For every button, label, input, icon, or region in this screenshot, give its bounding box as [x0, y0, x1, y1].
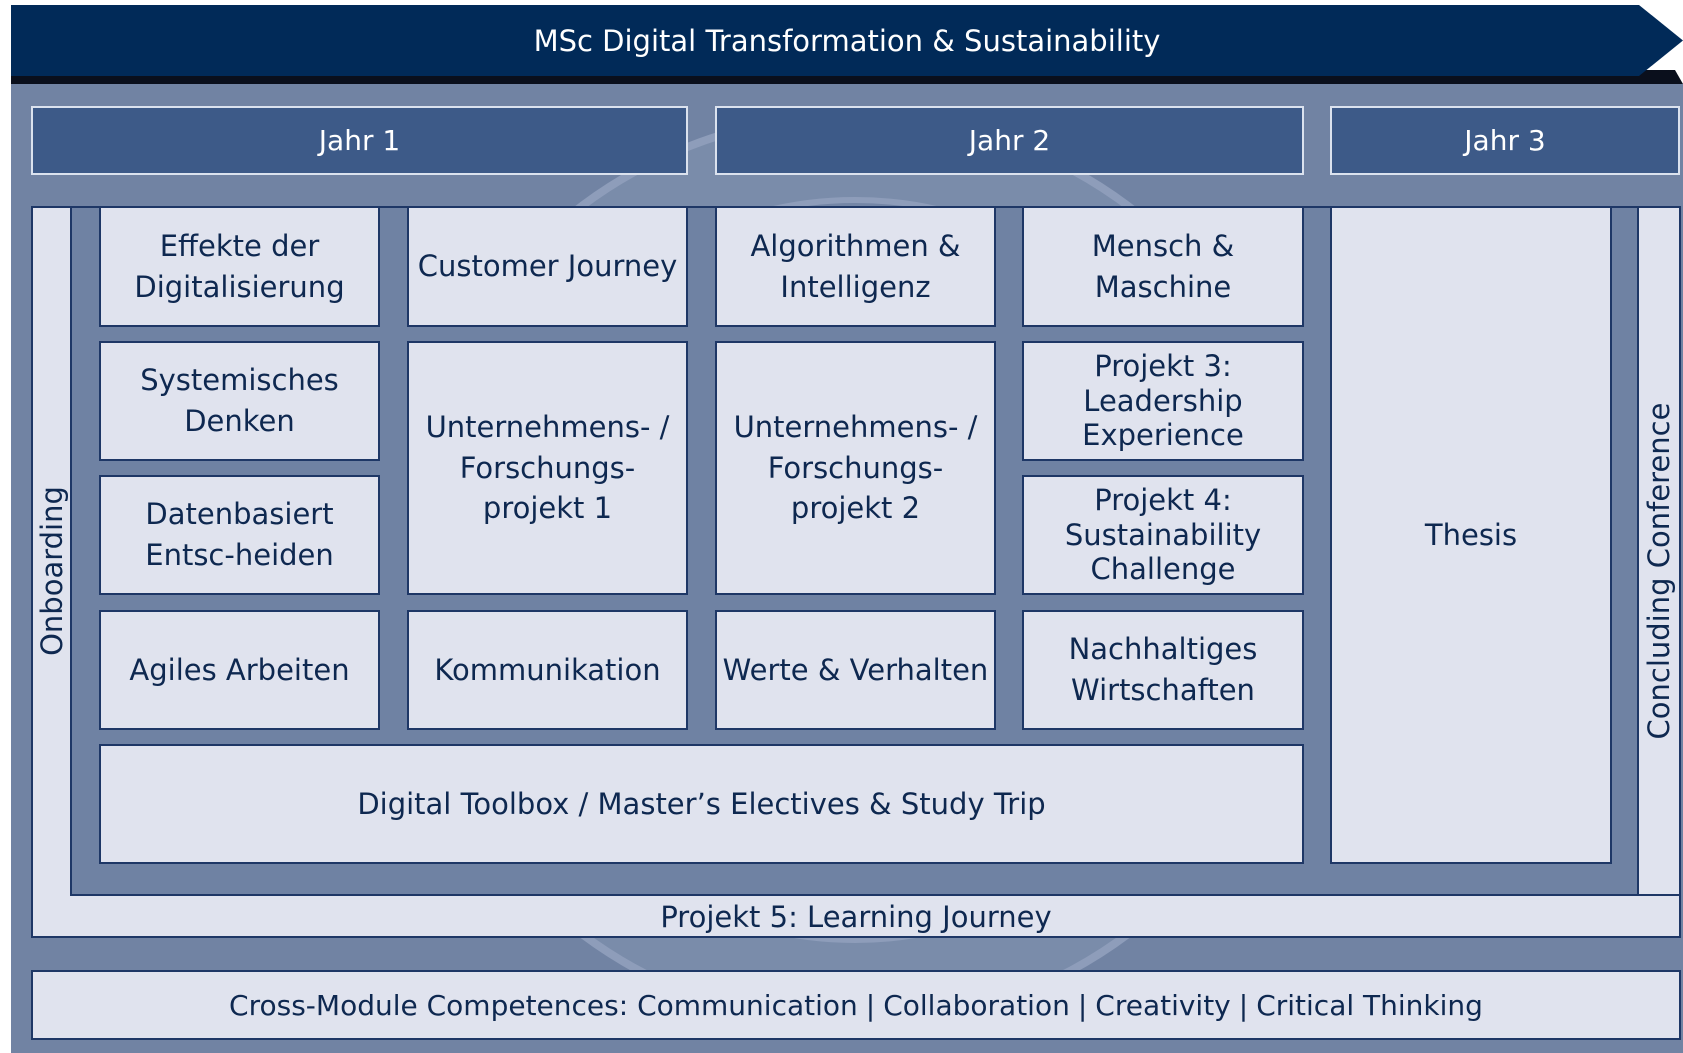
module-effekte-der-digitalisierung: Effekte der Digitalisierung — [99, 206, 380, 327]
year-2-header: Jahr 2 — [715, 106, 1304, 175]
competence-collaboration: Collaboration — [883, 988, 1070, 1022]
module-projekt-1: Unternehmens- / Forschungs-projekt 1 — [407, 341, 688, 595]
module-projekt-2: Unternehmens- / Forschungs-projekt 2 — [715, 341, 996, 595]
module-projekt-4-sustainability: Projekt 4: Sustainability Challenge — [1022, 475, 1304, 595]
module-mensch-maschine: Mensch & Maschine — [1022, 206, 1304, 327]
program-title: MSc Digital Transformation & Sustainabil… — [533, 23, 1161, 58]
competence-communication: Communication — [637, 988, 858, 1022]
competence-separator: | — [1238, 988, 1249, 1022]
competences-prefix: Cross-Module Competences: — [229, 988, 629, 1022]
module-datenbasiert-entscheiden: Datenbasiert Entsc-heiden — [99, 475, 380, 595]
module-kommunikation: Kommunikation — [407, 610, 688, 730]
year-2-label: Jahr 2 — [968, 124, 1051, 157]
module-algorithmen-intelligenz: Algorithmen & Intelligenz — [715, 206, 996, 327]
year-1-header: Jahr 1 — [31, 106, 688, 175]
year-3-header: Jahr 3 — [1330, 106, 1680, 175]
module-customer-journey: Customer Journey — [407, 206, 688, 327]
learning-journey-label: Projekt 5: Learning Journey — [31, 896, 1681, 938]
module-werte-verhalten: Werte & Verhalten — [715, 610, 996, 730]
module-projekt-3-leadership: Projekt 3: Leadership Experience — [1022, 341, 1304, 461]
module-systemisches-denken: Systemisches Denken — [99, 341, 380, 461]
competence-separator: | — [865, 988, 876, 1022]
module-thesis: Thesis — [1330, 206, 1612, 864]
module-agiles-arbeiten: Agiles Arbeiten — [99, 610, 380, 730]
onboarding-label: Onboarding — [35, 486, 69, 656]
competence-critical-thinking: Critical Thinking — [1256, 988, 1483, 1022]
program-title-banner: MSc Digital Transformation & Sustainabil… — [11, 5, 1683, 76]
concluding-conference-column — [1637, 206, 1681, 896]
module-nachhaltiges-wirtschaften: Nachhaltiges Wirtschaften — [1022, 610, 1304, 730]
cross-module-competences-bar: Cross-Module Competences: Communication … — [31, 970, 1681, 1040]
year-3-label: Jahr 3 — [1464, 124, 1546, 157]
learning-journey-text: Projekt 5: Learning Journey — [660, 900, 1052, 934]
module-digital-toolbox: Digital Toolbox / Master’s Electives & S… — [99, 744, 1304, 864]
competence-creativity: Creativity — [1095, 988, 1231, 1022]
year-1-label: Jahr 1 — [318, 124, 401, 157]
competence-separator: | — [1077, 988, 1088, 1022]
concluding-conference-label: Concluding Conference — [1642, 402, 1676, 740]
